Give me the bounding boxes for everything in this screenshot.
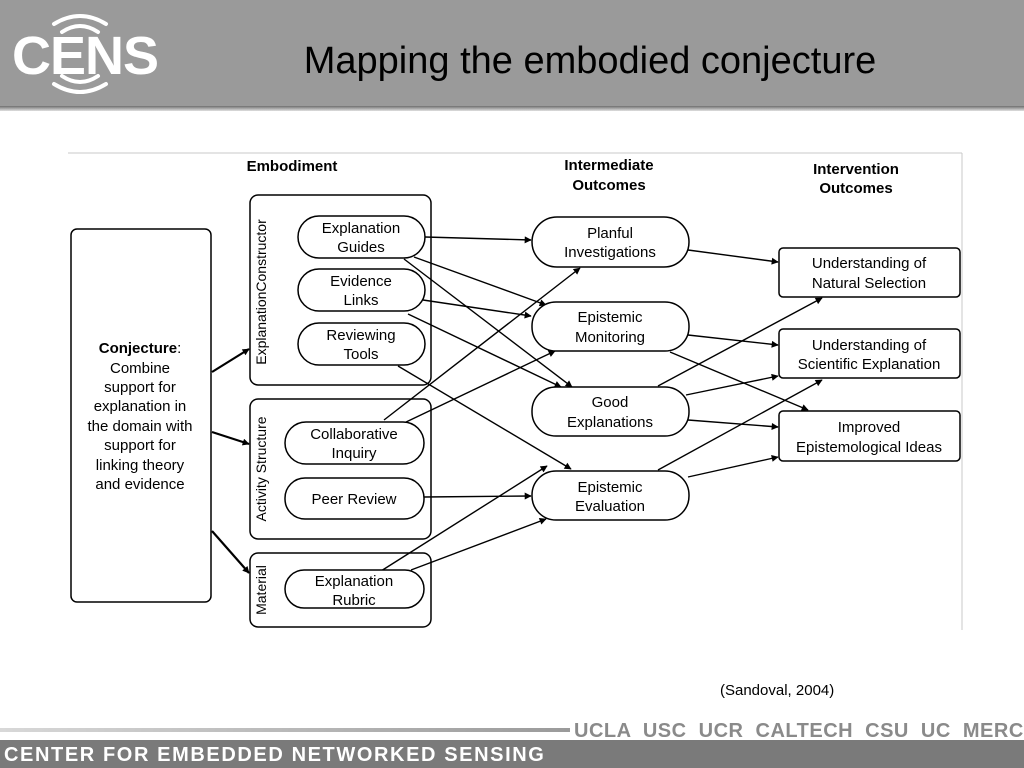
- node-label: Improved: [838, 419, 901, 436]
- node-label: Good: [592, 394, 629, 411]
- node-label: Epistemic: [577, 479, 643, 496]
- node-label: Tools: [343, 346, 378, 363]
- node-label: Scientific Explanation: [798, 356, 941, 373]
- footer-divider: [0, 728, 570, 732]
- node-label: Reviewing: [326, 327, 395, 344]
- node-understanding-natural-selection: Understanding of Natural Selection: [778, 247, 961, 298]
- group-label: Activity Structure: [253, 416, 269, 521]
- conjecture-line: explanation in: [94, 398, 187, 415]
- svg-text:Conjecture:: Conjecture:: [99, 340, 182, 357]
- arrow: [424, 236, 532, 244]
- arrow: [407, 313, 562, 388]
- arrow: [685, 373, 779, 396]
- header-intermediate-line1: Intermediate: [564, 157, 653, 174]
- node-explanation-rubric: Explanation Rubric: [284, 569, 425, 609]
- node-good-explanations: Good Explanations: [531, 386, 690, 437]
- arrow: [423, 492, 532, 500]
- arrow: [403, 258, 573, 388]
- header-bar: [0, 0, 1024, 106]
- node-label: Evidence: [330, 273, 392, 290]
- node-reviewing-tools: Reviewing Tools: [297, 322, 426, 366]
- arrow: [413, 256, 547, 307]
- citation: (Sandoval, 2004): [720, 682, 835, 699]
- header-intermediate-line2: Outcomes: [572, 177, 645, 194]
- arrow: [687, 334, 779, 348]
- arrow: [380, 465, 548, 572]
- conjecture-line: support for: [104, 379, 176, 396]
- header-embodiment: Embodiment: [247, 158, 338, 175]
- arrow: [657, 297, 823, 387]
- conjecture-line: the domain with: [87, 418, 192, 435]
- node-label: Links: [343, 292, 378, 309]
- arrow: [687, 419, 779, 431]
- logo-text: CENS: [12, 26, 158, 86]
- node-understanding-scientific-explanation: Understanding of Scientific Explanation: [778, 328, 961, 379]
- arrow: [422, 299, 532, 319]
- node-label: Guides: [337, 239, 385, 256]
- node-epistemic-evaluation: Epistemic Evaluation: [531, 470, 690, 521]
- group-label: ExplanationConstructor: [253, 219, 269, 365]
- header-intervention-line2: Outcomes: [819, 180, 892, 197]
- node-label: Epistemological Ideas: [796, 439, 942, 456]
- arrow: [383, 267, 581, 421]
- node-label: Investigations: [564, 244, 656, 261]
- arrow: [687, 454, 779, 478]
- node-evidence-links: Evidence Links: [297, 268, 426, 312]
- node-planful-investigations: Planful Investigations: [531, 216, 690, 268]
- node-label: Monitoring: [575, 329, 645, 346]
- arrow: [397, 365, 572, 470]
- node-label: Explanation: [315, 573, 393, 590]
- footer-bar: [0, 740, 1024, 768]
- node-label: Explanation: [322, 220, 400, 237]
- header-shadow: [0, 106, 1024, 111]
- node-label: Rubric: [332, 592, 376, 609]
- node-explanation-guides: Explanation Guides: [297, 215, 426, 259]
- arrow: [211, 530, 250, 574]
- conjecture-line: Combine: [110, 360, 170, 377]
- node-epistemic-monitoring: Epistemic Monitoring: [531, 301, 690, 352]
- conjecture-line: and evidence: [95, 476, 184, 493]
- conjecture-line: support for: [104, 437, 176, 454]
- signal-waves-icon: [52, 14, 108, 94]
- arrow: [403, 350, 556, 424]
- node-collaborative-inquiry: Collaborative Inquiry: [284, 421, 425, 465]
- arrow: [211, 430, 250, 446]
- conjecture-box: Conjecture: Combine support for explanat…: [70, 228, 212, 603]
- arrow: [657, 379, 823, 471]
- cens-logo: CENS: [12, 14, 159, 94]
- node-label: Peer Review: [311, 491, 396, 508]
- node-label: Epistemic: [577, 309, 643, 326]
- node-label: Understanding of: [812, 337, 927, 354]
- header-intervention-line1: Intervention: [813, 161, 899, 178]
- node-label: Inquiry: [331, 445, 377, 462]
- arrow: [410, 517, 547, 571]
- arrow: [687, 249, 779, 265]
- node-label: Collaborative: [310, 426, 398, 443]
- conjecture-title: Conjecture: [99, 340, 177, 357]
- conjecture-arrows: [211, 348, 250, 574]
- node-label: Explanations: [567, 414, 653, 431]
- page-title: Mapping the embodied conjecture: [303, 40, 877, 82]
- conjecture-line: linking theory: [96, 457, 185, 474]
- footer-campuses: UCLA USC UCR CALTECH CSU UC MERCED: [574, 720, 1024, 742]
- node-peer-review: Peer Review: [284, 477, 425, 520]
- node-label: Understanding of: [812, 255, 927, 272]
- node-label: Planful: [587, 225, 633, 242]
- group-label: Material: [253, 565, 269, 615]
- outcome-arrows: [380, 236, 823, 572]
- arrow: [211, 348, 250, 373]
- node-improved-epistemological-ideas: Improved Epistemological Ideas: [778, 410, 961, 462]
- node-label: Natural Selection: [812, 275, 926, 292]
- node-label: Evaluation: [575, 498, 645, 515]
- footer-org-name: CENTER FOR EMBEDDED NETWORKED SENSING: [4, 744, 546, 766]
